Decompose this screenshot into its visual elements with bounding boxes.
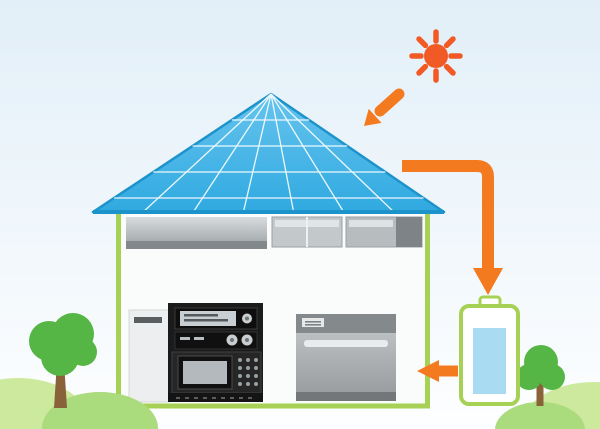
- dishwasher-handle-slot: [304, 340, 388, 347]
- arrow-head: [473, 268, 503, 295]
- control-dash-2: [305, 324, 321, 326]
- mid-dash-2: [194, 337, 204, 340]
- tree-left-foliage: [29, 313, 97, 376]
- range-knob-3-center: [245, 338, 249, 342]
- left-greenery: [0, 313, 158, 429]
- solar-panel-grid: [114, 93, 424, 213]
- range-vent-dots: [176, 397, 252, 399]
- range-oven-unit: [168, 303, 263, 402]
- range-knob-1-center: [245, 316, 249, 321]
- bush-left-mid: [42, 392, 158, 429]
- range-mid-panel: [174, 331, 258, 350]
- display-line-1: [184, 314, 218, 317]
- arrow-head: [364, 108, 382, 126]
- dishwasher: [296, 314, 396, 401]
- window-right-highlight: [349, 220, 393, 227]
- tree-right-foliage: [516, 345, 565, 390]
- arrow-elbow-shaft: [402, 160, 494, 272]
- window-right-dark-pane: [396, 217, 422, 247]
- arrow-head: [417, 360, 439, 382]
- upstairs-windows: [126, 216, 423, 249]
- oven-keypad: [238, 358, 258, 386]
- mid-dash-1: [180, 337, 190, 340]
- tree-right: [516, 345, 565, 406]
- kitchen-appliances: [128, 303, 396, 403]
- window-awning-lip: [126, 241, 267, 249]
- cabinet: [128, 309, 170, 403]
- control-dash-1: [305, 321, 321, 323]
- house: [116, 208, 430, 409]
- cabinet-handle: [134, 317, 162, 323]
- tree-left: [29, 313, 97, 408]
- energy-arrow-roof-to-battery: [402, 160, 503, 295]
- range-display: [180, 311, 236, 326]
- energy-arrow-battery-to-appliances: [417, 360, 458, 382]
- tree-right-trunk: [536, 382, 544, 406]
- storage-battery: [459, 295, 520, 406]
- window-awning: [126, 217, 267, 244]
- right-greenery: [495, 345, 600, 429]
- range-knob-2-center: [230, 338, 234, 342]
- oven-window-glass: [183, 361, 227, 384]
- display-line-2: [184, 319, 228, 322]
- solar-panel-roof: [91, 92, 446, 214]
- dishwasher-kickplate: [296, 392, 396, 401]
- sun-core: [424, 44, 448, 68]
- bush-right-mid: [495, 402, 585, 429]
- sun-rays: [409, 29, 463, 83]
- energy-arrow-sun-to-roof: [364, 88, 405, 126]
- sun-icon: [409, 29, 463, 83]
- battery-cell: [473, 328, 506, 394]
- arrow-shaft: [374, 88, 405, 117]
